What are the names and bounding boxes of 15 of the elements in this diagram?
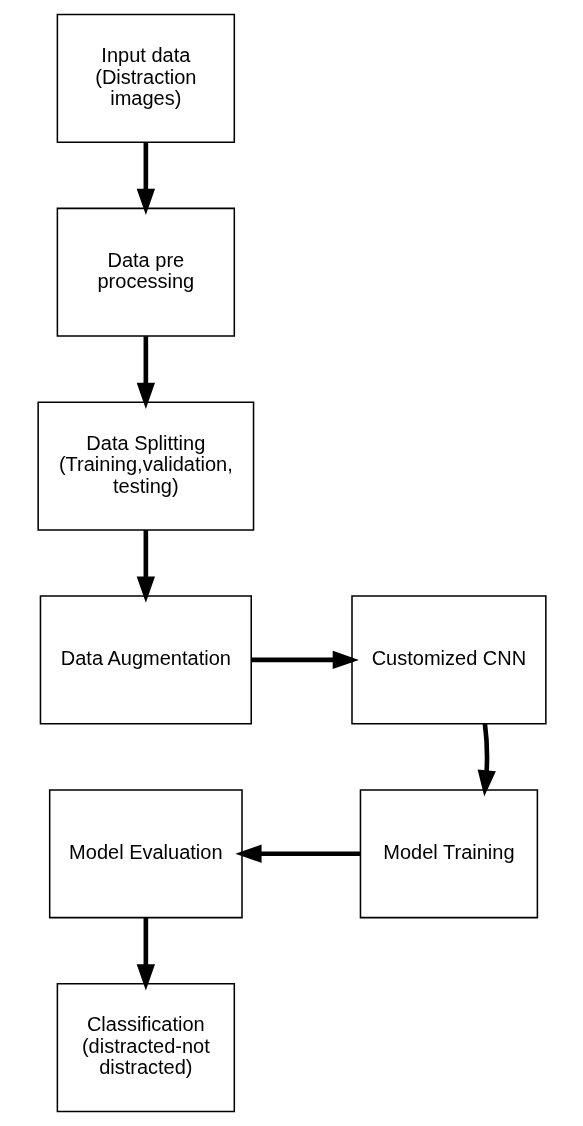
node-box: Data pre processing <box>56 207 235 337</box>
arrow <box>477 723 496 797</box>
node-box: Model Evaluation <box>48 789 243 919</box>
arrow <box>251 650 359 670</box>
node-box: Model Training <box>359 789 538 919</box>
node-box: Input data (Distraction images) <box>56 13 235 143</box>
arrow <box>136 336 155 409</box>
arrow <box>234 844 360 863</box>
node-box: Customized CNN <box>350 595 547 725</box>
node-box: Data Augmentation <box>39 595 252 725</box>
arrow <box>136 917 155 991</box>
arrow <box>136 142 155 216</box>
node-box: Data Splitting (Training,validation, testing) <box>36 401 254 531</box>
arrow <box>136 530 155 603</box>
node-box: Classification (distracted-not distracted) <box>56 983 235 1113</box>
